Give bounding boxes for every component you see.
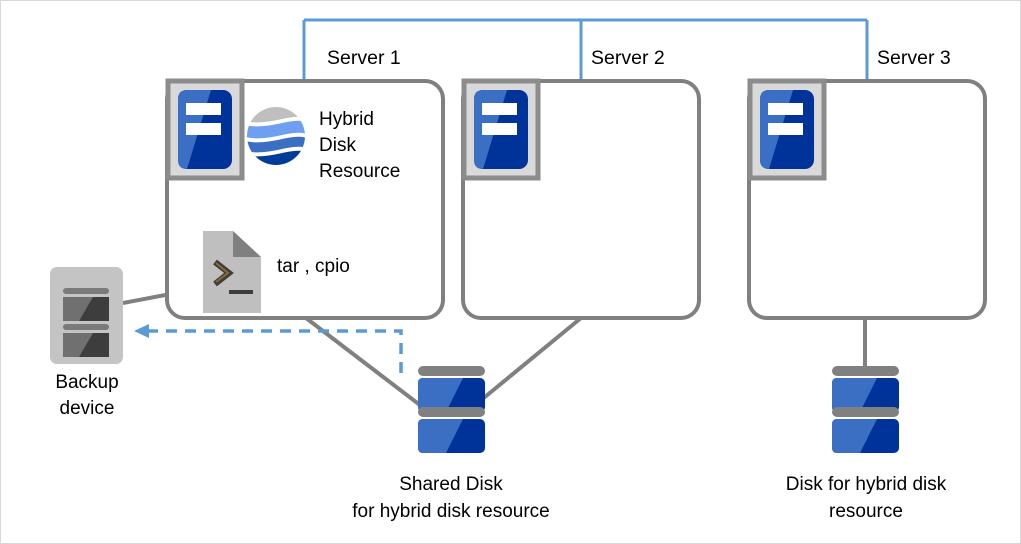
hybrid-disk-icon (832, 366, 899, 453)
tar-cpio-label: tar , cpio (277, 256, 350, 277)
restore-dashed-arrow (134, 324, 403, 373)
hybrid-disk-resource-label: Hybrid Disk Resource (319, 109, 401, 182)
server-3-label: Server 3 (877, 47, 951, 69)
backup-device-icon (50, 267, 123, 364)
shared-disk-icon (418, 366, 485, 453)
server-1-label: Server 1 (327, 47, 401, 69)
server-2-label: Server 2 (591, 47, 665, 69)
shared-disk-label: Shared Disk for hybrid disk resource (352, 474, 550, 522)
hybrid-disk-label: Disk for hybrid disk resource (785, 474, 947, 522)
network-bus (302, 18, 869, 81)
server-icon-3 (747, 78, 827, 181)
script-file-icon (203, 231, 261, 313)
connector-server1-shared (304, 316, 435, 417)
server-icon-1 (165, 78, 245, 181)
backup-device-label: Backup device (55, 372, 119, 419)
server-icon-2 (461, 78, 541, 181)
